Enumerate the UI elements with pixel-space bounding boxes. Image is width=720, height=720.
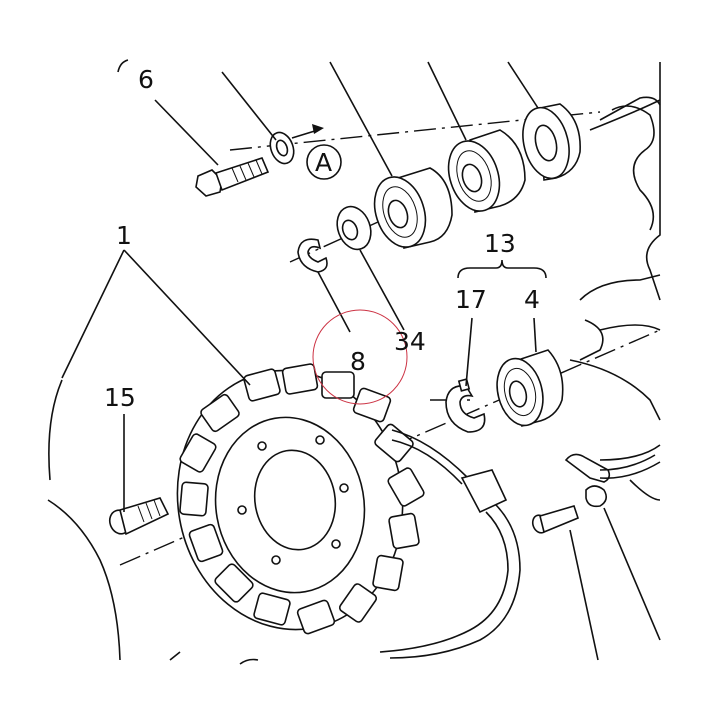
label-6: 6: [138, 65, 154, 94]
label-13: 13: [484, 229, 516, 258]
washer-part-34: [336, 205, 372, 251]
bolt-part-6: [195, 157, 270, 197]
ref-a-label: A: [315, 148, 332, 177]
bearing-left: [373, 167, 453, 249]
small-bolt-bottom: [531, 505, 579, 534]
label-1: 1: [116, 221, 132, 250]
bearing-middle: [447, 129, 526, 213]
circlip-part-17: [445, 378, 486, 433]
bolt-part-15: [108, 497, 170, 536]
bearing-part-4: [496, 349, 564, 428]
label-4: 4: [524, 285, 540, 314]
cover-outline: [47, 379, 121, 661]
group-brace-13: [457, 259, 547, 279]
circlip-part-8: [297, 238, 328, 273]
ref-a-circle: [306, 144, 342, 180]
label-34: 34: [394, 327, 426, 356]
stator-part-1: [176, 363, 425, 635]
label-15: 15: [104, 383, 136, 412]
leader-lines: [61, 61, 661, 661]
washer-part-6: [269, 131, 295, 165]
assembly-axis: [119, 329, 661, 566]
washer-large: [522, 103, 581, 181]
engine-case-outline: [569, 62, 661, 501]
label-17: 17: [455, 285, 487, 314]
bracket-clip: [564, 453, 661, 508]
stator-wire: [379, 429, 521, 659]
highlight-circle: [312, 309, 408, 405]
label-8: 8: [350, 347, 366, 376]
